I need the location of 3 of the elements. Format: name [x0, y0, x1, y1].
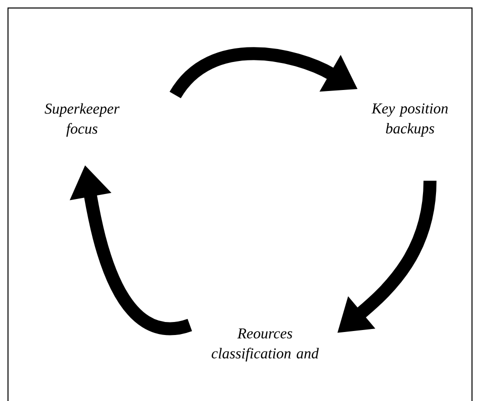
node-label: Reources classification and — [212, 328, 319, 362]
node-label: Key position backups — [372, 103, 448, 137]
node-label: Superkeeper focus — [44, 103, 120, 137]
